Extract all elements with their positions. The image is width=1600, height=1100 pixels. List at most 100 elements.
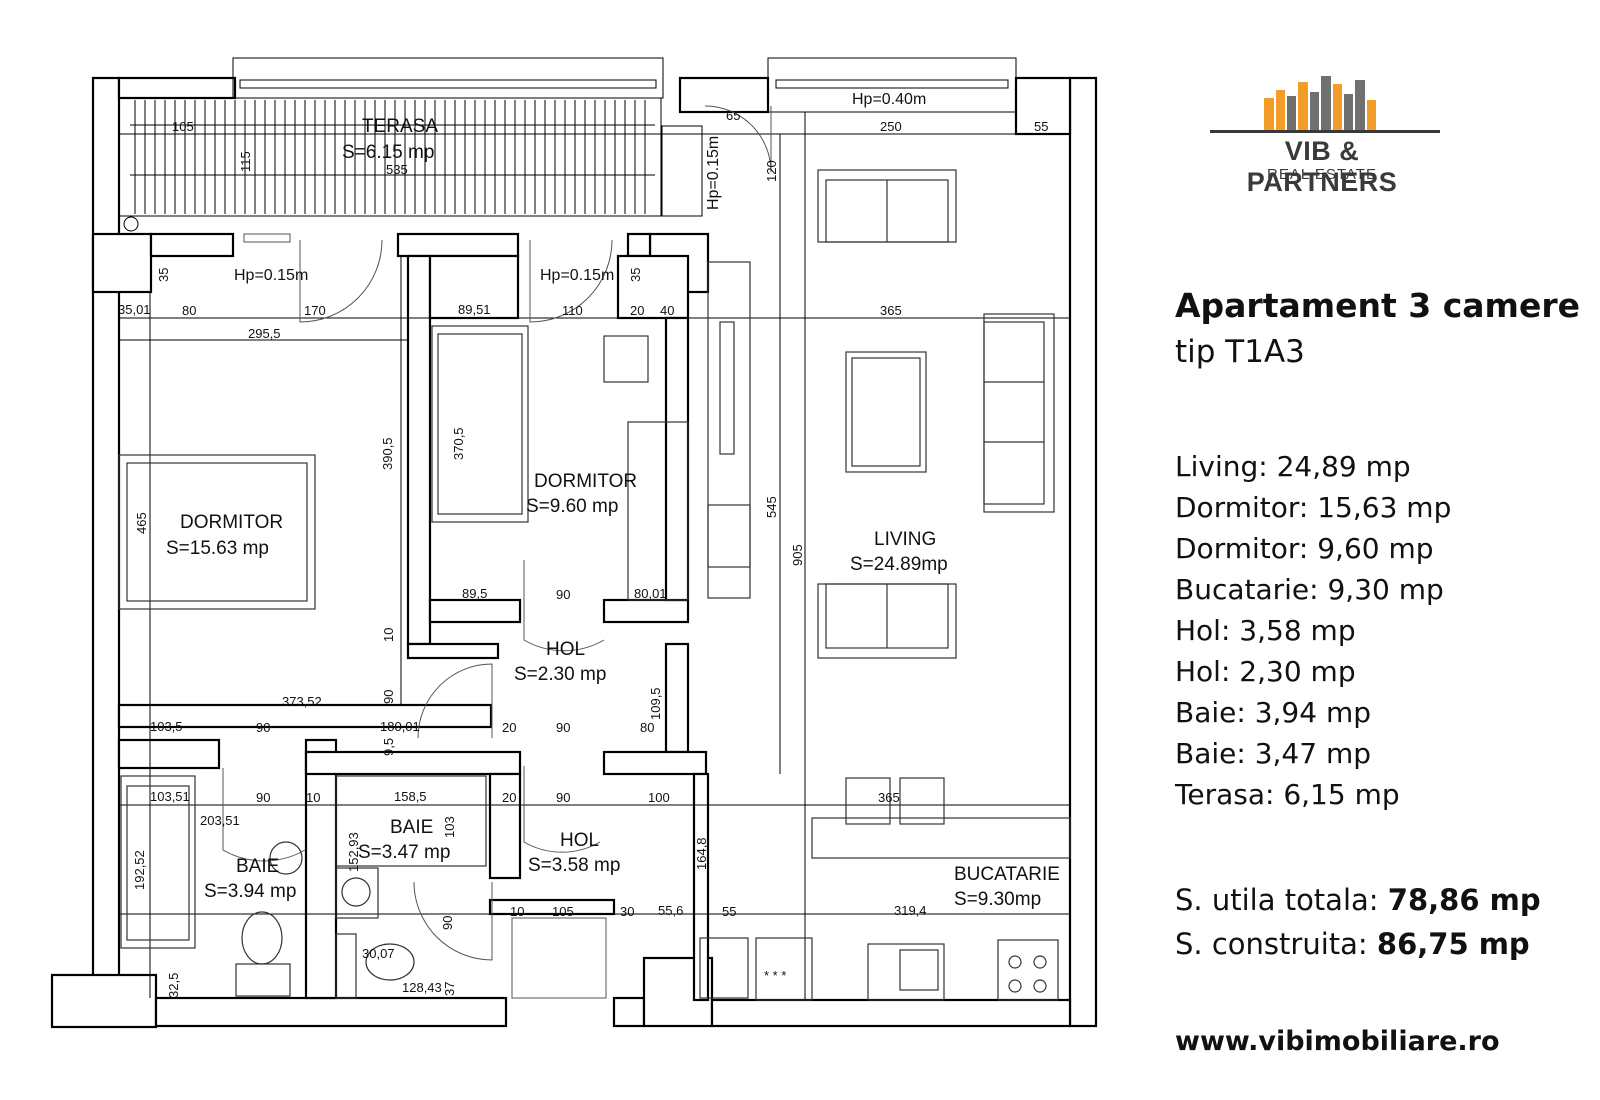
dim-label: 170 [304,303,326,318]
bucatarie-area: S=9.30mp [954,889,1041,910]
dim-label: 100 [648,790,670,805]
dim-label: 65 [726,108,740,123]
dim-label: 90 [556,790,570,805]
hp-label: Hp=0.15m [234,267,308,284]
dim-label: 365 [880,303,902,318]
dormitor2-name: DORMITOR [534,471,637,492]
usable-area-label: S. utila totala: [1175,883,1379,917]
hol2-name: HOL [560,830,599,851]
hol1-name: HOL [546,639,585,660]
dim-label: 905 [790,544,805,566]
dim-label: 32,5 [166,973,181,998]
room-area-item: Baie: 3,94 mp [1175,696,1371,729]
area-totals: S. utila totala: 78,86 mp S. construita:… [1175,878,1541,966]
dim-label: 180,01 [380,719,420,734]
dim-label: 9,5 [381,738,396,756]
dim-label: 90 [440,916,455,930]
dim-label: 80,01 [634,586,667,601]
dormitor2-area: S=9.60 mp [526,496,618,517]
living-area: S=24.89mp [850,554,948,575]
dim-label: 103 [442,816,457,838]
dim-label: 40 [660,303,674,318]
dim-label: 250 [880,119,902,134]
terrace-area [118,57,1017,232]
brand-logo-mark [1210,76,1440,133]
living-name: LIVING [874,529,936,550]
dim-label: 89,51 [458,302,491,317]
room-area-item: Hol: 3,58 mp [1175,614,1356,647]
dim-label: 192,52 [132,850,147,890]
dim-label: 55 [1034,119,1048,134]
hp-label: Hp=0.15m [540,267,614,284]
usable-area-row: S. utila totala: 78,86 mp [1175,878,1541,922]
room-area-item: Dormitor: 15,63 mp [1175,491,1452,524]
dim-label: 319,4 [894,903,927,918]
dim-label: 90 [556,587,570,602]
dim-label: 90 [556,720,570,735]
room-area-item: Hol: 2,30 mp [1175,655,1356,688]
baie1-name: BAIE [236,856,279,877]
room-area-item: Terasa: 6,15 mp [1175,778,1400,811]
dim-label: 203,51 [200,813,240,828]
built-area-value: 86,75 mp [1376,927,1530,961]
baie2-name: BAIE [390,817,433,838]
dim-label: 152,93 [346,832,361,872]
dim-label: 545 [764,496,779,518]
baie1-area: S=3.94 mp [204,881,296,902]
hol2-area: S=3.58 mp [528,855,620,876]
door-swings [222,105,772,999]
dormitor1-area: S=15.63 mp [166,538,269,559]
dim-label: 370,5 [451,427,466,460]
dim-label: 80 [640,720,654,735]
baie2-area: S=3.47 mp [358,842,450,863]
dim-label: 465 [134,512,149,534]
dim-label: 109,5 [648,687,663,720]
dim-label: 10 [381,628,396,642]
dim-label: 80 [182,303,196,318]
dim-label: 90 [256,790,270,805]
hp-label: Hp=0.40m [852,91,926,108]
room-area-item: Living: 24,89 mp [1175,450,1411,483]
dim-label: 10 [306,790,320,805]
room-area-item: Bucatarie: 9,30 mp [1175,573,1444,606]
dim-label: 10 [510,904,524,919]
brand-tagline: REAL ESTATE [1267,166,1377,183]
dim-label: 105 [552,904,574,919]
walls [50,76,1098,1029]
terasa-area: S=6.15 mp [342,142,434,163]
brand-name: VIB & PARTNERS [1246,136,1398,197]
dim-label: 20 [502,720,516,735]
apartment-title: Apartament 3 camere [1175,286,1580,325]
dim-label: 90 [381,690,396,704]
dim-label: 30,07 [362,946,395,961]
dimension-labels: 105 535 115 65 120 250 55 35 35 35,01 80… [118,108,1048,998]
dim-label: 164,8 [694,837,709,870]
dim-label: 373,52 [282,694,322,709]
dim-label: 295,5 [248,326,281,341]
dim-label: 20 [630,303,644,318]
dim-label: 110 [562,303,583,318]
dim-label: 120 [764,160,779,182]
dim-label: 390,5 [380,437,395,470]
terasa-name: TERASA [362,116,438,137]
floor-plan: * * * TERASA S=6.15 mp DORMITOR S=15.63 … [50,57,1098,1029]
usable-area-value: 78,86 mp [1387,883,1541,917]
sill-heights: Hp=0.40m Hp=0.15m Hp=0.15m Hp=0.15m [234,91,926,284]
dimension-lines [119,112,1070,1000]
dim-label: 55 [722,904,736,919]
dim-label: 35 [628,268,643,282]
built-area-label: S. construita: [1175,927,1368,961]
dim-label: 37 [442,982,457,996]
furniture: * * * [118,169,1071,1001]
dim-label: 30 [620,904,634,919]
hp-label: Hp=0.15m [705,136,722,210]
dim-label: 105 [172,119,194,134]
dim-label: 535 [386,162,408,177]
website-link[interactable]: www.vibimobiliare.ro [1175,1026,1500,1057]
dim-label: 35,01 [118,302,151,317]
hol1-area: S=2.30 mp [514,664,606,685]
room-area-item: Dormitor: 9,60 mp [1175,532,1434,565]
dim-label: 89,5 [462,586,487,601]
dim-label: 55,6 [658,903,683,918]
dim-label: 365 [878,790,900,805]
